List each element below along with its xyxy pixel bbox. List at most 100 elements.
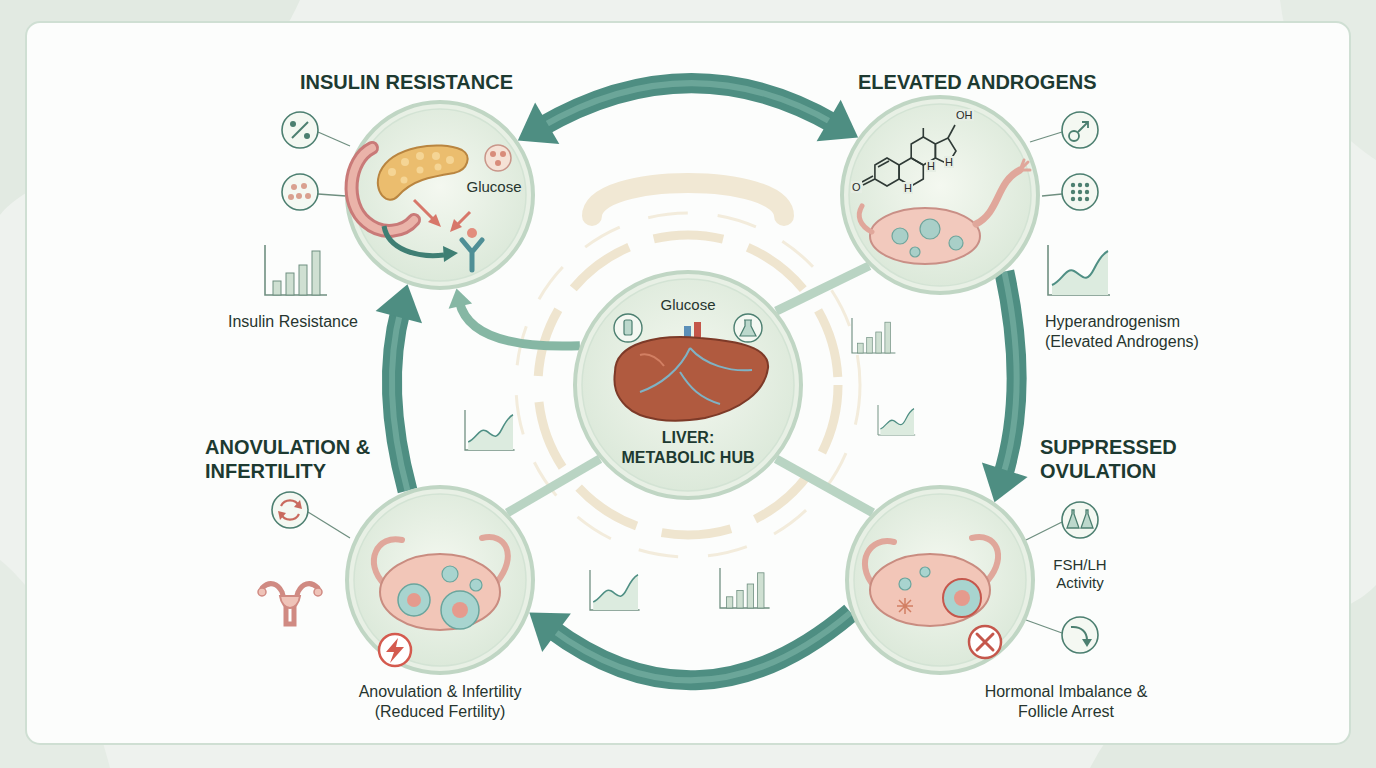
ovary-illustration xyxy=(441,591,479,629)
leader-line xyxy=(318,194,346,196)
hub-ring-decoration xyxy=(516,183,860,557)
cycle-arrow xyxy=(550,613,851,681)
pancreas-illustration xyxy=(456,212,470,226)
icon-badge xyxy=(278,511,286,520)
uterus-icon xyxy=(258,588,266,596)
ground xyxy=(26,22,1350,744)
follicle-illustration xyxy=(943,579,981,617)
icon-badge xyxy=(282,112,318,148)
liver-illustration xyxy=(614,314,642,342)
icon-badge xyxy=(1085,183,1089,187)
uterus-icon xyxy=(280,596,300,608)
androgen-illustration xyxy=(910,247,920,257)
circle-outline xyxy=(347,487,533,673)
icon-badge xyxy=(1078,190,1082,194)
icon-caption: FSH/LH Activity xyxy=(1038,556,1122,593)
cycle-arrow xyxy=(392,309,408,491)
pancreas-illustration xyxy=(450,219,462,232)
cycle-arrow xyxy=(518,83,858,144)
pancreas-illustration xyxy=(485,145,511,171)
follicle-illustration xyxy=(865,541,894,586)
circle-outline xyxy=(347,102,533,288)
stage-heading: SUPPRESSED OVULATION xyxy=(1040,435,1215,483)
hub-link xyxy=(776,459,873,513)
follicle-illustration xyxy=(920,567,930,577)
hub-link xyxy=(507,459,600,513)
mini-chart xyxy=(1048,245,1110,295)
cycle-arrow xyxy=(540,83,836,128)
icon-badge xyxy=(1071,183,1089,201)
circle-outline xyxy=(345,485,535,675)
icon-badge xyxy=(1067,510,1079,528)
liver-illustration xyxy=(734,314,762,342)
androgen-illustration xyxy=(948,125,955,138)
icon-badge xyxy=(1082,639,1092,647)
androgen-illustration xyxy=(878,161,889,167)
androgen-illustration xyxy=(870,208,980,264)
icon-badge xyxy=(1081,510,1093,528)
liver-illustration xyxy=(684,326,691,348)
stage-circle: SUPPRESSED OVULATIONFSH/LH ActivityHormo… xyxy=(845,485,1035,675)
follicle-illustration xyxy=(972,537,998,580)
icon-badge xyxy=(290,121,296,127)
icon-badge xyxy=(272,492,308,528)
follicle-illustration xyxy=(897,598,913,614)
cycle-arrow xyxy=(1002,272,1016,478)
circle-fill xyxy=(854,494,1026,666)
stage-caption: Hyperandrogenism (Elevated Androgens) xyxy=(1045,312,1223,351)
androgen-illustration xyxy=(875,158,899,186)
ovary-illustration xyxy=(407,593,421,607)
stage-caption: Anovulation & Infertility (Reduced Ferti… xyxy=(330,682,550,721)
liver-illustration xyxy=(740,320,756,336)
leader-line xyxy=(318,132,350,146)
arrow-head xyxy=(518,103,560,145)
stage-circle: INSULIN RESISTANCEGlucoseInsulin Resista… xyxy=(345,100,535,290)
circle-outline xyxy=(842,97,1038,293)
hub-ring-decoration xyxy=(592,183,784,216)
pancreas-illustration xyxy=(416,152,424,160)
androgen-illustration xyxy=(935,138,956,164)
arrow-head xyxy=(817,100,859,142)
hub-circle: GlucoseLIVER: METABOLIC HUB xyxy=(573,270,803,500)
hub-arrow xyxy=(459,302,580,346)
hub-arrow xyxy=(449,289,580,346)
androgen-illustration xyxy=(862,125,956,186)
cycle-arrow xyxy=(392,309,408,491)
androgen-illustration xyxy=(1020,160,1030,170)
pancreas-illustration xyxy=(352,148,414,231)
androgen-illustration xyxy=(922,128,924,137)
androgen-illustration xyxy=(920,219,940,239)
androgen-illustration xyxy=(949,236,963,250)
icon-badge xyxy=(1071,190,1075,194)
liver-illustration xyxy=(614,337,768,421)
liver-illustration xyxy=(640,354,664,366)
mini-chart xyxy=(265,245,327,295)
liver-illustration xyxy=(640,348,752,404)
ovary-illustration xyxy=(379,634,411,666)
icon-badge xyxy=(301,183,307,189)
uterus-icon xyxy=(262,584,318,624)
cycle-arrow xyxy=(529,613,850,681)
circle-outline xyxy=(575,272,801,498)
androgen-illustration xyxy=(911,137,935,165)
androgen-illustration xyxy=(862,176,875,185)
circle-fill xyxy=(849,104,1031,286)
cycle-arrow xyxy=(376,284,422,490)
ovary-illustration xyxy=(482,537,508,582)
cycle-arrow xyxy=(1002,272,1016,478)
arrow-head xyxy=(449,289,473,309)
icon-badge xyxy=(1085,190,1089,194)
arrow-head xyxy=(376,284,422,323)
stage-circle: ANOVULATION & INFERTILITYAnovulation & I… xyxy=(345,485,535,675)
pancreas-illustration xyxy=(432,152,440,160)
follicle-illustration xyxy=(954,590,970,606)
ovary-illustration xyxy=(398,584,430,616)
hub-link xyxy=(776,266,869,311)
follicle-illustration xyxy=(897,598,913,614)
pancreas-illustration xyxy=(467,228,477,238)
hub-link xyxy=(776,266,869,311)
mini-chart xyxy=(590,570,640,610)
pancreas-illustration xyxy=(401,158,409,166)
